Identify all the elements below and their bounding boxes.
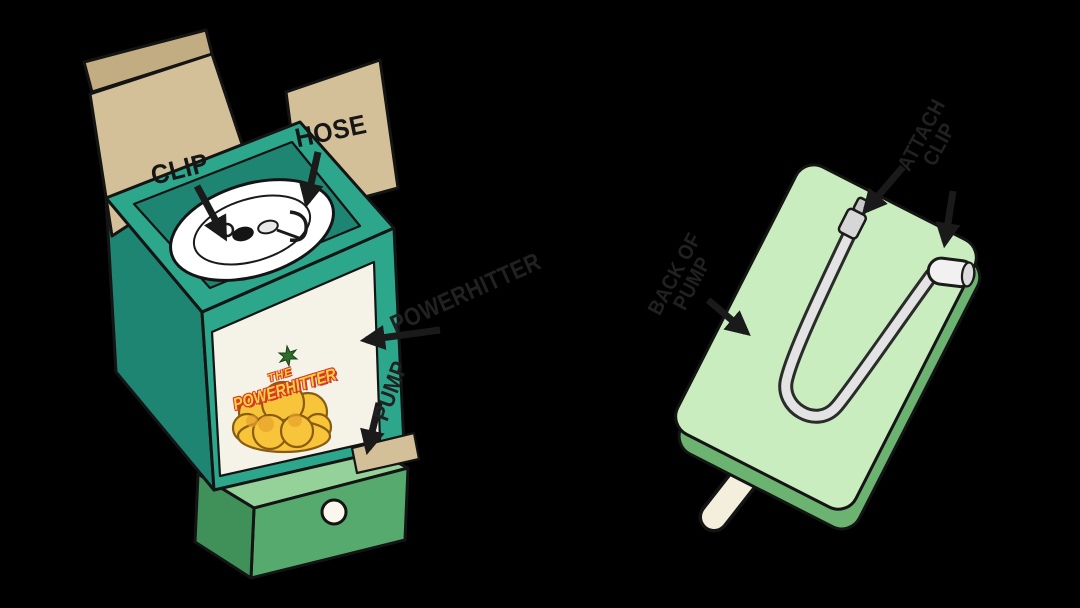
clip-arrow — [193, 184, 228, 242]
pump-base-side — [193, 472, 256, 580]
base-knob — [320, 498, 348, 526]
right-illustration — [674, 163, 982, 533]
logo-leaf-icon — [277, 344, 299, 368]
logo-cloud — [231, 380, 333, 454]
plate-inner-ring — [192, 194, 312, 266]
pump-back-panel — [674, 163, 978, 511]
attach-clip-arrow-2 — [935, 190, 961, 249]
attach-clip-arrow-1 — [861, 164, 906, 215]
back-of-pump-arrow — [705, 297, 751, 337]
plate — [169, 178, 335, 282]
metal-clip-item — [257, 219, 300, 240]
hose-end-item — [289, 210, 308, 243]
hose-arrow — [298, 151, 324, 209]
left-illustration — [82, 28, 441, 580]
clip-item — [232, 226, 254, 242]
pump-arrow — [360, 402, 385, 456]
hose-clip — [926, 256, 976, 289]
hose-tube — [778, 219, 940, 424]
powerhitter-arrow — [359, 324, 441, 350]
box-bottom-flap — [350, 431, 421, 475]
